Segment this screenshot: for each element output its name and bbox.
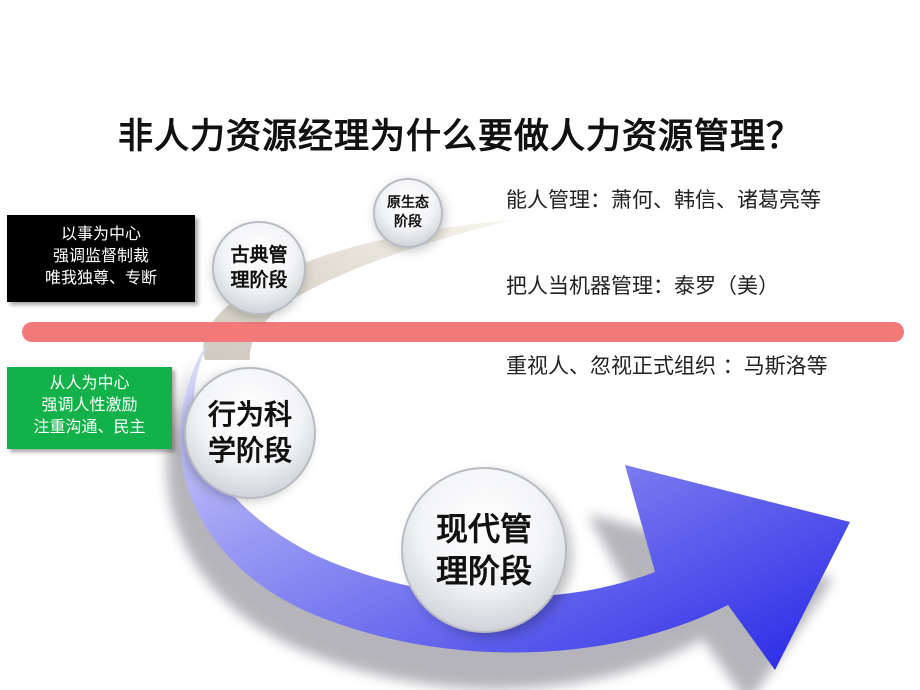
stage-line: 古典管 bbox=[230, 244, 288, 266]
stage-line: 原生态 bbox=[387, 195, 429, 211]
page-title: 非人力资源经理为什么要做人力资源管理？ bbox=[117, 117, 802, 157]
stage-modern-label: 现代管 理阶段 bbox=[402, 468, 566, 632]
stage-line: 现代管 bbox=[435, 510, 532, 548]
divider-line bbox=[22, 322, 904, 342]
box-line: 唯我独尊、专断 bbox=[44, 268, 157, 287]
box-line: 强调人性激励 bbox=[41, 395, 138, 414]
ball-modern bbox=[401, 467, 567, 633]
stage-line: 理阶段 bbox=[230, 269, 288, 291]
curved-arrow bbox=[179, 340, 850, 670]
box-line: 强调监督制裁 bbox=[52, 246, 149, 265]
box-line: 以事为中心 bbox=[60, 224, 141, 243]
machine-management-text: 把人当机器管理：泰罗（美） bbox=[506, 274, 779, 298]
ball-primitive bbox=[373, 178, 443, 248]
stage-line: 学阶段 bbox=[207, 434, 292, 467]
ball-classical bbox=[212, 221, 306, 315]
self-centered-box: 以事为中心 强调监督制裁 唯我独尊、专断 bbox=[7, 215, 195, 302]
stage-behavioral-label: 行为科 学阶段 bbox=[185, 368, 315, 498]
stage-line: 行为科 bbox=[207, 398, 292, 431]
stage-classical-label: 古典管 理阶段 bbox=[213, 222, 305, 314]
ball-behavioral bbox=[184, 367, 316, 499]
capable-person-management-text: 能人管理：萧何、韩信、诸葛亮等 bbox=[506, 188, 821, 212]
box-line: 从人为中心 bbox=[49, 373, 130, 392]
stage-primitive-label: 原生态 阶段 bbox=[374, 179, 442, 247]
box-line: 注重沟通、民主 bbox=[33, 417, 146, 436]
stage-line: 理阶段 bbox=[435, 552, 532, 590]
people-centered-box: 从人为中心 强调人性激励 注重沟通、民主 bbox=[7, 367, 172, 449]
human-relations-text: 重视人、忽视正式组织 ：马斯洛等 bbox=[506, 354, 828, 378]
stage-line: 阶段 bbox=[394, 214, 422, 230]
